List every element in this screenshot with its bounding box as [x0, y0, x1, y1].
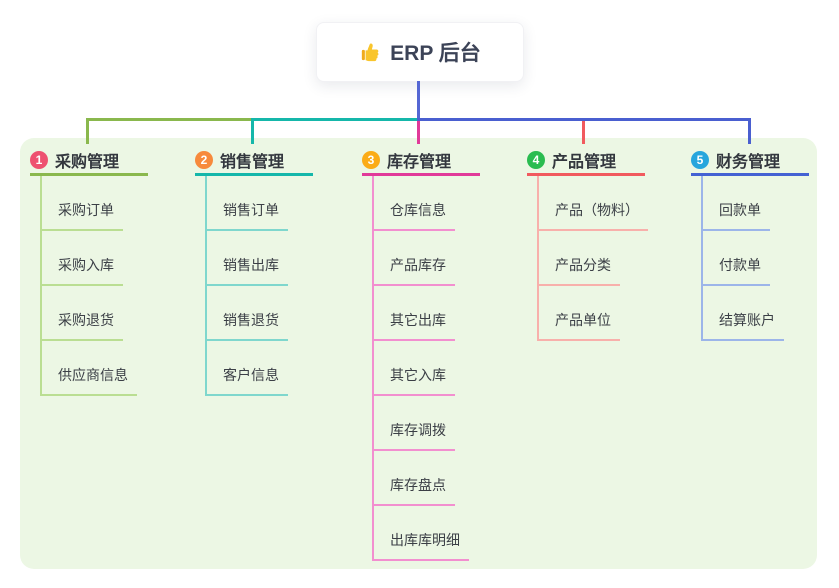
branch-2-column: 2 销售管理销售订单销售出库销售退货客户信息 [195, 146, 313, 396]
branch-3-item-6[interactable]: 库存盘点 [372, 475, 455, 506]
branch-2-item-4[interactable]: 客户信息 [205, 365, 288, 396]
branch-2-header[interactable]: 2 销售管理 [195, 146, 313, 176]
branch-3-item-row: 库存调拨 [372, 396, 480, 451]
branch-2-items: 销售订单销售出库销售退货客户信息 [205, 176, 313, 396]
branch-5-item-row: 结算账户 [701, 286, 809, 341]
branch-4-item-row: 产品（物料） [537, 176, 648, 231]
branch-3-item-row: 其它入库 [372, 341, 480, 396]
branch-3-item-5[interactable]: 库存调拨 [372, 420, 455, 451]
branch-3-number-badge: 3 [362, 150, 380, 169]
branch-1-header[interactable]: 1 采购管理 [30, 146, 148, 176]
branch-4-spine-line [537, 176, 539, 341]
branch-3-item-row: 库存盘点 [372, 451, 480, 506]
branch-1-items: 采购订单采购入库采购退货供应商信息 [40, 176, 148, 396]
branch-3-label: 库存管理 [387, 153, 452, 171]
connector-bus-segment-2 [251, 118, 419, 121]
connector-bus-segment-3 [417, 118, 751, 121]
branch-4-drop-line [582, 118, 585, 144]
branch-4-label: 产品管理 [552, 153, 617, 171]
branch-3-spine-line [372, 176, 374, 561]
branch-4-number-badge: 4 [527, 150, 545, 169]
branch-4-item-row: 产品分类 [537, 231, 645, 286]
root-node[interactable]: ERP 后台 [316, 22, 524, 82]
branches-panel [20, 138, 817, 569]
thumbs-up-icon [359, 41, 381, 63]
branch-4-item-2[interactable]: 产品分类 [537, 255, 620, 286]
branch-1-item-row: 采购入库 [40, 231, 148, 286]
branch-3-items: 仓库信息产品库存其它出库其它入库库存调拨库存盘点出库库明细 [372, 176, 480, 561]
branch-5-header[interactable]: 5 财务管理 [691, 146, 809, 176]
branch-3-item-row: 其它出库 [372, 286, 480, 341]
branch-3-item-7[interactable]: 出库库明细 [372, 530, 469, 561]
branch-3-item-row: 仓库信息 [372, 176, 480, 231]
branch-2-item-3[interactable]: 销售退货 [205, 310, 288, 341]
branch-5-item-row: 回款单 [701, 176, 809, 231]
branch-5-item-3[interactable]: 结算账户 [701, 310, 784, 341]
branch-2-label: 销售管理 [220, 153, 285, 171]
branch-1-item-2[interactable]: 采购入库 [40, 255, 123, 286]
branch-1-spine-line [40, 176, 42, 396]
branch-4-items: 产品（物料） 产品分类产品单位 [537, 176, 648, 341]
branch-4-header[interactable]: 4 产品管理 [527, 146, 645, 176]
branch-3-item-row: 出库库明细 [372, 506, 480, 561]
branch-5-column: 5 财务管理回款单付款单结算账户 [691, 146, 809, 341]
branch-1-item-4[interactable]: 供应商信息 [40, 365, 137, 396]
branch-5-drop-line [748, 118, 751, 144]
branch-5-item-1[interactable]: 回款单 [701, 200, 770, 231]
branch-1-item-row: 采购退货 [40, 286, 148, 341]
branch-2-item-row: 销售出库 [205, 231, 313, 286]
branch-1-column: 1 采购管理采购订单采购入库采购退货供应商信息 [30, 146, 148, 396]
branch-2-drop-line [251, 118, 254, 144]
branch-3-item-row: 产品库存 [372, 231, 480, 286]
branch-4-item-1[interactable]: 产品（物料） [537, 200, 648, 231]
branch-4-item-3[interactable]: 产品单位 [537, 310, 620, 341]
branch-2-item-row: 销售订单 [205, 176, 313, 231]
branch-2-spine-line [205, 176, 207, 396]
root-title: ERP 后台 [390, 42, 481, 65]
branch-5-number-badge: 5 [691, 150, 709, 169]
branch-5-item-row: 付款单 [701, 231, 809, 286]
branch-5-item-2[interactable]: 付款单 [701, 255, 770, 286]
branch-1-item-3[interactable]: 采购退货 [40, 310, 123, 341]
branch-5-label: 财务管理 [716, 153, 781, 171]
branch-1-label: 采购管理 [55, 153, 120, 171]
branch-5-spine-line [701, 176, 703, 341]
branch-1-drop-line [86, 118, 89, 144]
branch-3-item-1[interactable]: 仓库信息 [372, 200, 455, 231]
branch-2-item-1[interactable]: 销售订单 [205, 200, 288, 231]
branch-5-items: 回款单付款单结算账户 [701, 176, 809, 341]
branch-4-column: 4 产品管理产品（物料） 产品分类产品单位 [527, 146, 648, 341]
branch-2-item-2[interactable]: 销售出库 [205, 255, 288, 286]
branch-1-item-row: 采购订单 [40, 176, 148, 231]
branch-1-number-badge: 1 [30, 150, 48, 169]
branch-2-number-badge: 2 [195, 150, 213, 169]
branch-3-column: 3 库存管理仓库信息产品库存其它出库其它入库库存调拨库存盘点出库库明细 [362, 146, 480, 561]
root-connector-line [417, 81, 420, 119]
branch-2-item-row: 销售退货 [205, 286, 313, 341]
branch-4-item-row: 产品单位 [537, 286, 645, 341]
branch-1-item-row: 供应商信息 [40, 341, 148, 396]
connector-bus-segment-1 [86, 118, 253, 121]
branch-3-drop-line [417, 118, 420, 144]
branch-2-item-row: 客户信息 [205, 341, 313, 396]
branch-3-item-2[interactable]: 产品库存 [372, 255, 455, 286]
branch-1-item-1[interactable]: 采购订单 [40, 200, 123, 231]
branch-3-item-3[interactable]: 其它出库 [372, 310, 455, 341]
branch-3-item-4[interactable]: 其它入库 [372, 365, 455, 396]
branch-3-header[interactable]: 3 库存管理 [362, 146, 480, 176]
